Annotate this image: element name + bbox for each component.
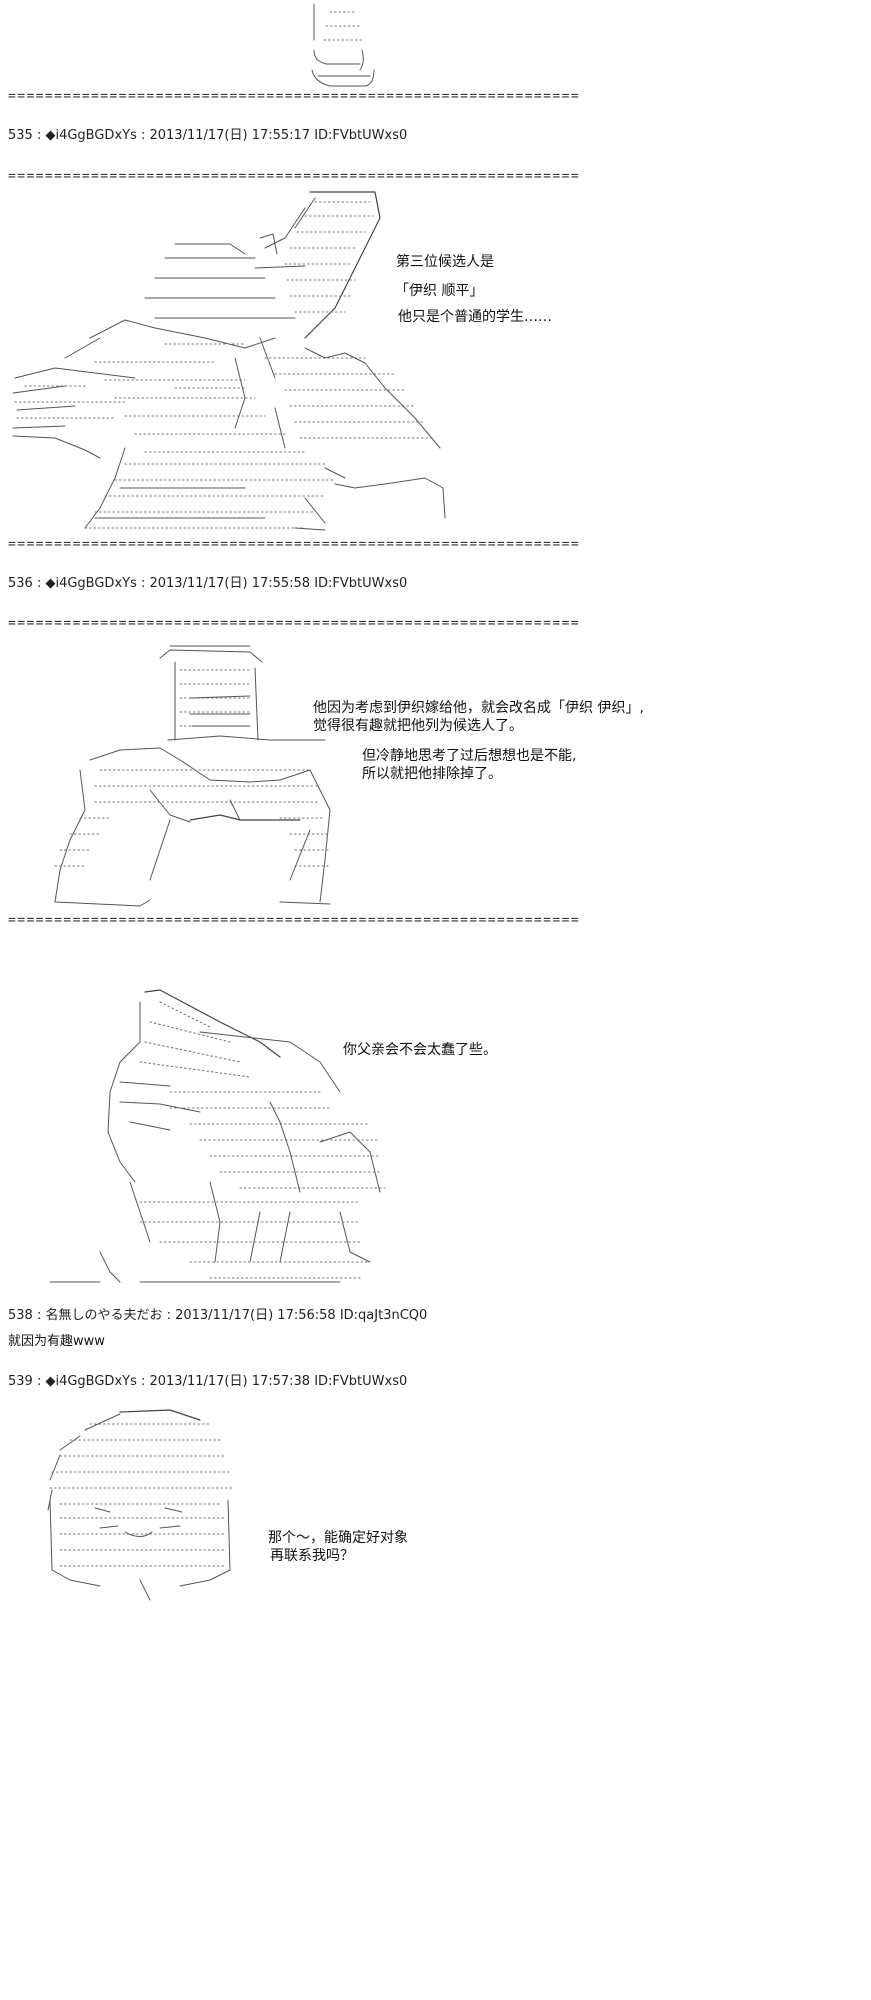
post-header: 539 : ◆i4GgBGDxYs : 2013/11/17(日) 17:57:…	[8, 1374, 408, 1389]
separator: ========================================…	[8, 538, 581, 552]
ascii-art-cap-figure	[40, 982, 390, 1302]
separator: ========================================…	[8, 90, 581, 104]
dialogue-line: 再联系我吗？	[270, 1548, 354, 1564]
dialogue-line: 「伊织 顺平」	[395, 283, 484, 299]
dialogue-line: 他只是个普通的学生……	[398, 309, 552, 325]
ascii-art-top	[300, 0, 390, 90]
dialogue-line: 那个～，能确定好对象	[268, 1530, 408, 1546]
ascii-art-figure	[40, 640, 340, 920]
separator: ========================================…	[8, 914, 581, 928]
dialogue-line: 但冷静地思考了过后想想也是不能,	[362, 748, 577, 764]
dialogue-line: 他因为考虑到伊织嫁给他，就会改名成「伊织 伊织」,	[313, 700, 644, 716]
post-header: 535 : ◆i4GgBGDxYs : 2013/11/17(日) 17:55:…	[8, 128, 408, 143]
dialogue-line: 所以就把他排除掉了。	[362, 766, 502, 782]
ascii-art-girl	[40, 1400, 250, 2000]
separator: ========================================…	[8, 617, 581, 631]
post-header: 538 : 名無しのやる夫だお : 2013/11/17(日) 17:56:58…	[8, 1308, 428, 1323]
dialogue-line: 你父亲会不会太蠢了些。	[343, 1042, 497, 1058]
separator: ========================================…	[8, 170, 581, 184]
post-header: 536 : ◆i4GgBGDxYs : 2013/11/17(日) 17:55:…	[8, 576, 408, 591]
post-body: 就因为有趣www	[8, 1334, 105, 1349]
ascii-art-junpei	[5, 188, 450, 538]
dialogue-line: 第三位候选人是	[396, 254, 494, 270]
dialogue-line: 觉得很有趣就把他列为候选人了。	[313, 718, 523, 734]
